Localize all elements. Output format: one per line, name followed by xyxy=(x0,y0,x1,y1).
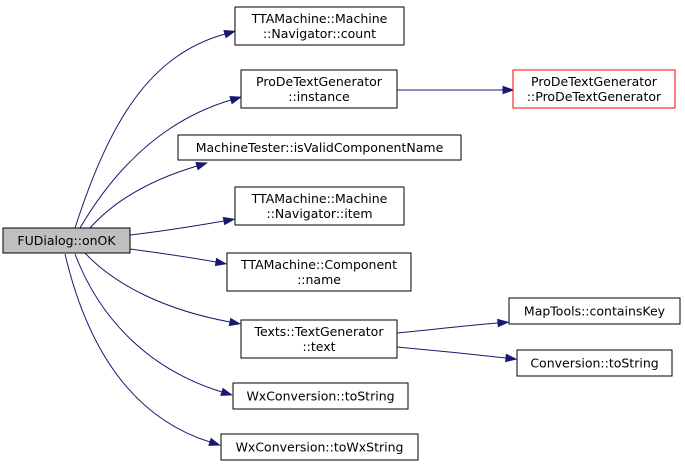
node-box[interactable] xyxy=(2,227,131,254)
node-label: WxConversion::toString xyxy=(246,389,394,404)
node-label: MachineTester::isValidComponentName xyxy=(196,140,444,155)
node-label: ::Navigator::count xyxy=(263,26,376,41)
node-label: ::text xyxy=(302,339,335,354)
node-box[interactable] xyxy=(226,252,412,292)
node-box[interactable] xyxy=(240,69,398,109)
edge-arrowhead xyxy=(220,387,234,396)
edge-arrowhead xyxy=(502,85,515,95)
node-box[interactable] xyxy=(240,319,398,359)
edge-fudialog_onok-to-component_name xyxy=(129,248,228,267)
node-label: ProDeTextGenerator xyxy=(531,74,658,89)
edge-line xyxy=(396,322,499,334)
node-conversion-tostring[interactable]: Conversion::toString xyxy=(516,349,673,377)
edge-textgenerator_text-to-conversion_tostring xyxy=(396,346,518,363)
node-label: ::Navigator::item xyxy=(266,206,372,221)
node-label: Conversion::toString xyxy=(530,356,658,371)
edge-line xyxy=(129,248,217,263)
nodes-layer: FUDialog::onOK TTAMachine::Machine::Navig… xyxy=(2,6,681,461)
edge-fudialog_onok-to-machinetester_isvalid xyxy=(89,161,209,229)
node-label: FUDialog::onOK xyxy=(17,233,116,248)
edge-arrowhead xyxy=(497,318,510,328)
node-label: TTAMachine::Machine xyxy=(251,191,388,206)
edge-prode_instance-to-prode_ctor xyxy=(397,85,515,95)
edge-fudialog_onok-to-wxconversion_towxstring xyxy=(64,253,221,446)
edge-line xyxy=(89,165,198,229)
node-navigator-item[interactable]: TTAMachine::Machine::Navigator::item xyxy=(234,186,405,226)
edge-arrowhead xyxy=(505,353,518,363)
node-prode-instance[interactable]: ProDeTextGenerator::instance xyxy=(240,69,398,109)
node-prode-ctor[interactable]: ProDeTextGenerator::ProDeTextGenerator xyxy=(512,69,676,109)
node-box[interactable] xyxy=(220,433,419,461)
node-box[interactable] xyxy=(234,186,405,226)
edge-line xyxy=(79,99,232,229)
node-box[interactable] xyxy=(516,349,673,377)
edge-line xyxy=(396,346,507,359)
node-label: MapTools::containsKey xyxy=(524,304,666,319)
node-textgenerator-text[interactable]: Texts::TextGenerator::text xyxy=(240,319,398,359)
edge-fudialog_onok-to-prode_instance xyxy=(79,95,243,229)
edge-fudialog_onok-to-navigator_item xyxy=(129,216,236,236)
node-fudialog-onok[interactable]: FUDialog::onOK xyxy=(2,227,131,254)
edge-fudialog_onok-to-navigator_count xyxy=(74,29,237,229)
edge-arrowhead xyxy=(223,29,237,39)
edge-arrowhead xyxy=(229,95,243,105)
edge-line xyxy=(129,220,225,236)
node-label: Texts::TextGenerator xyxy=(254,324,385,339)
node-label: TTAMachine::Machine xyxy=(251,11,388,26)
node-label: TTAMachine::Component xyxy=(240,257,397,272)
edge-line xyxy=(74,33,226,229)
node-label: WxConversion::toWxString xyxy=(236,440,404,455)
node-wxconversion-towxstring[interactable]: WxConversion::toWxString xyxy=(220,433,419,461)
edge-fudialog_onok-to-textgenerator_text xyxy=(84,252,242,327)
node-box[interactable] xyxy=(508,297,681,325)
edge-line xyxy=(84,252,231,323)
edge-fudialog_onok-to-wxconversion_tostring xyxy=(74,253,234,396)
edge-arrowhead xyxy=(208,437,221,446)
edge-arrowhead xyxy=(228,317,242,327)
node-box[interactable] xyxy=(232,382,409,410)
node-label: ::name xyxy=(297,272,341,287)
node-navigator-count[interactable]: TTAMachine::Machine::Navigator::count xyxy=(234,6,405,46)
node-label: ::instance xyxy=(288,89,350,104)
node-component-name[interactable]: TTAMachine::Component::name xyxy=(226,252,412,292)
edge-arrowhead xyxy=(222,216,236,226)
node-wxconversion-tostring[interactable]: WxConversion::toString xyxy=(232,382,409,410)
node-label: ProDeTextGenerator xyxy=(256,74,383,89)
node-box[interactable] xyxy=(177,134,462,161)
edge-line xyxy=(64,253,211,443)
edge-line xyxy=(74,253,223,393)
node-machinetester-isvalid[interactable]: MachineTester::isValidComponentName xyxy=(177,134,462,161)
node-label: ::ProDeTextGenerator xyxy=(527,89,662,104)
edge-textgenerator_text-to-maptools_containskey xyxy=(396,318,510,334)
edge-arrowhead xyxy=(214,257,228,267)
node-box[interactable] xyxy=(512,69,676,109)
edges-layer xyxy=(64,29,518,446)
node-box[interactable] xyxy=(234,6,405,46)
edge-arrowhead xyxy=(195,161,209,171)
node-maptools-containskey[interactable]: MapTools::containsKey xyxy=(508,297,681,325)
